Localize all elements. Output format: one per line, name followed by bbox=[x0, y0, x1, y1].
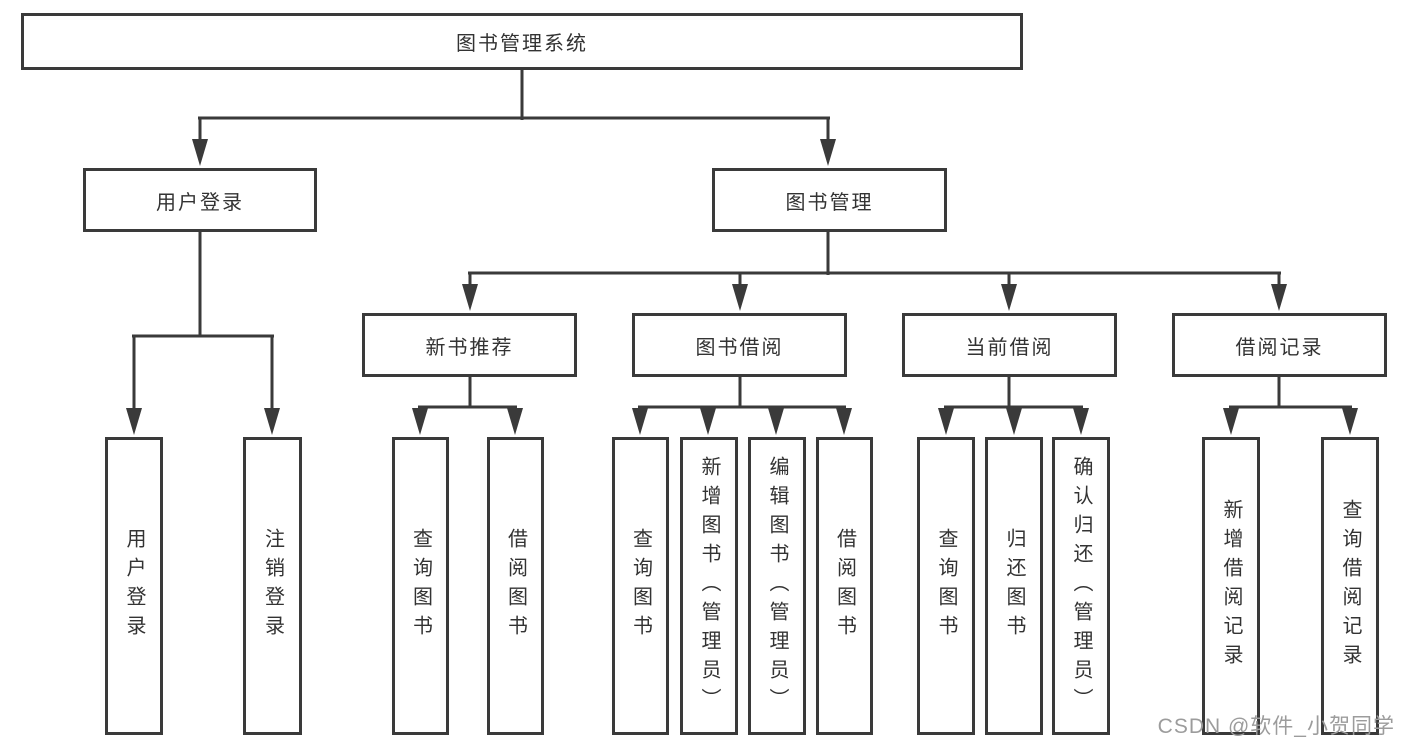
leaf-edit-books-admin-label: 编辑图书（管理员） bbox=[766, 455, 788, 717]
leaf-query-books-recommend: 查询图书 bbox=[392, 437, 449, 735]
leaf-borrow-books-recommend-label: 借阅图书 bbox=[504, 528, 527, 644]
leaf-add-books-admin: 新增图书（管理员） bbox=[680, 437, 738, 735]
leaf-user-login: 用户登录 bbox=[105, 437, 163, 735]
leaf-query-books-current-label: 查询图书 bbox=[935, 528, 957, 644]
node-current-borrowing: 当前借阅 bbox=[902, 313, 1117, 377]
node-current-borrowing-label: 当前借阅 bbox=[965, 336, 1054, 359]
node-new-book-recommendation: 新书推荐 bbox=[362, 313, 577, 377]
leaf-add-borrow-record: 新增借阅记录 bbox=[1202, 437, 1260, 735]
leaf-query-books-recommend-label: 查询图书 bbox=[409, 528, 432, 644]
leaf-borrow-books-recommend: 借阅图书 bbox=[487, 437, 544, 735]
leaf-query-books-borrowing: 查询图书 bbox=[612, 437, 669, 735]
leaf-query-borrow-record-label: 查询借阅记录 bbox=[1339, 499, 1361, 673]
leaf-confirm-return-admin-label: 确认归还（管理员） bbox=[1070, 455, 1092, 717]
node-user-login-label: 用户登录 bbox=[156, 191, 244, 214]
leaf-add-books-admin-label: 新增图书（管理员） bbox=[698, 455, 720, 717]
node-library-management-system-label: 图书管理系统 bbox=[456, 33, 588, 55]
leaf-user-login-label: 用户登录 bbox=[123, 528, 145, 644]
node-book-management-label: 图书管理 bbox=[785, 191, 874, 214]
node-book-borrowing-label: 图书借阅 bbox=[695, 336, 784, 359]
leaf-query-books-current: 查询图书 bbox=[917, 437, 975, 735]
leaf-add-borrow-record-label: 新增借阅记录 bbox=[1220, 499, 1242, 673]
leaf-query-borrow-record: 查询借阅记录 bbox=[1321, 437, 1379, 735]
node-new-book-recommendation-label: 新书推荐 bbox=[425, 336, 514, 359]
leaf-edit-books-admin: 编辑图书（管理员） bbox=[748, 437, 806, 735]
leaf-query-books-borrowing-label: 查询图书 bbox=[629, 528, 652, 644]
leaf-borrow-books: 借阅图书 bbox=[816, 437, 873, 735]
csdn-watermark: CSDN @软件_小贺同学 bbox=[1157, 715, 1395, 738]
leaf-logout: 注销登录 bbox=[243, 437, 302, 735]
node-library-management-system: 图书管理系统 bbox=[21, 13, 1023, 70]
node-borrowing-records: 借阅记录 bbox=[1172, 313, 1387, 377]
leaf-return-books-label: 归还图书 bbox=[1003, 528, 1025, 644]
leaf-confirm-return-admin: 确认归还（管理员） bbox=[1052, 437, 1110, 735]
leaf-return-books: 归还图书 bbox=[985, 437, 1043, 735]
leaf-logout-label: 注销登录 bbox=[261, 528, 284, 644]
node-book-management: 图书管理 bbox=[712, 168, 947, 232]
leaf-borrow-books-label: 借阅图书 bbox=[833, 528, 856, 644]
node-user-login: 用户登录 bbox=[83, 168, 317, 232]
node-book-borrowing: 图书借阅 bbox=[632, 313, 847, 377]
node-borrowing-records-label: 借阅记录 bbox=[1235, 336, 1324, 359]
